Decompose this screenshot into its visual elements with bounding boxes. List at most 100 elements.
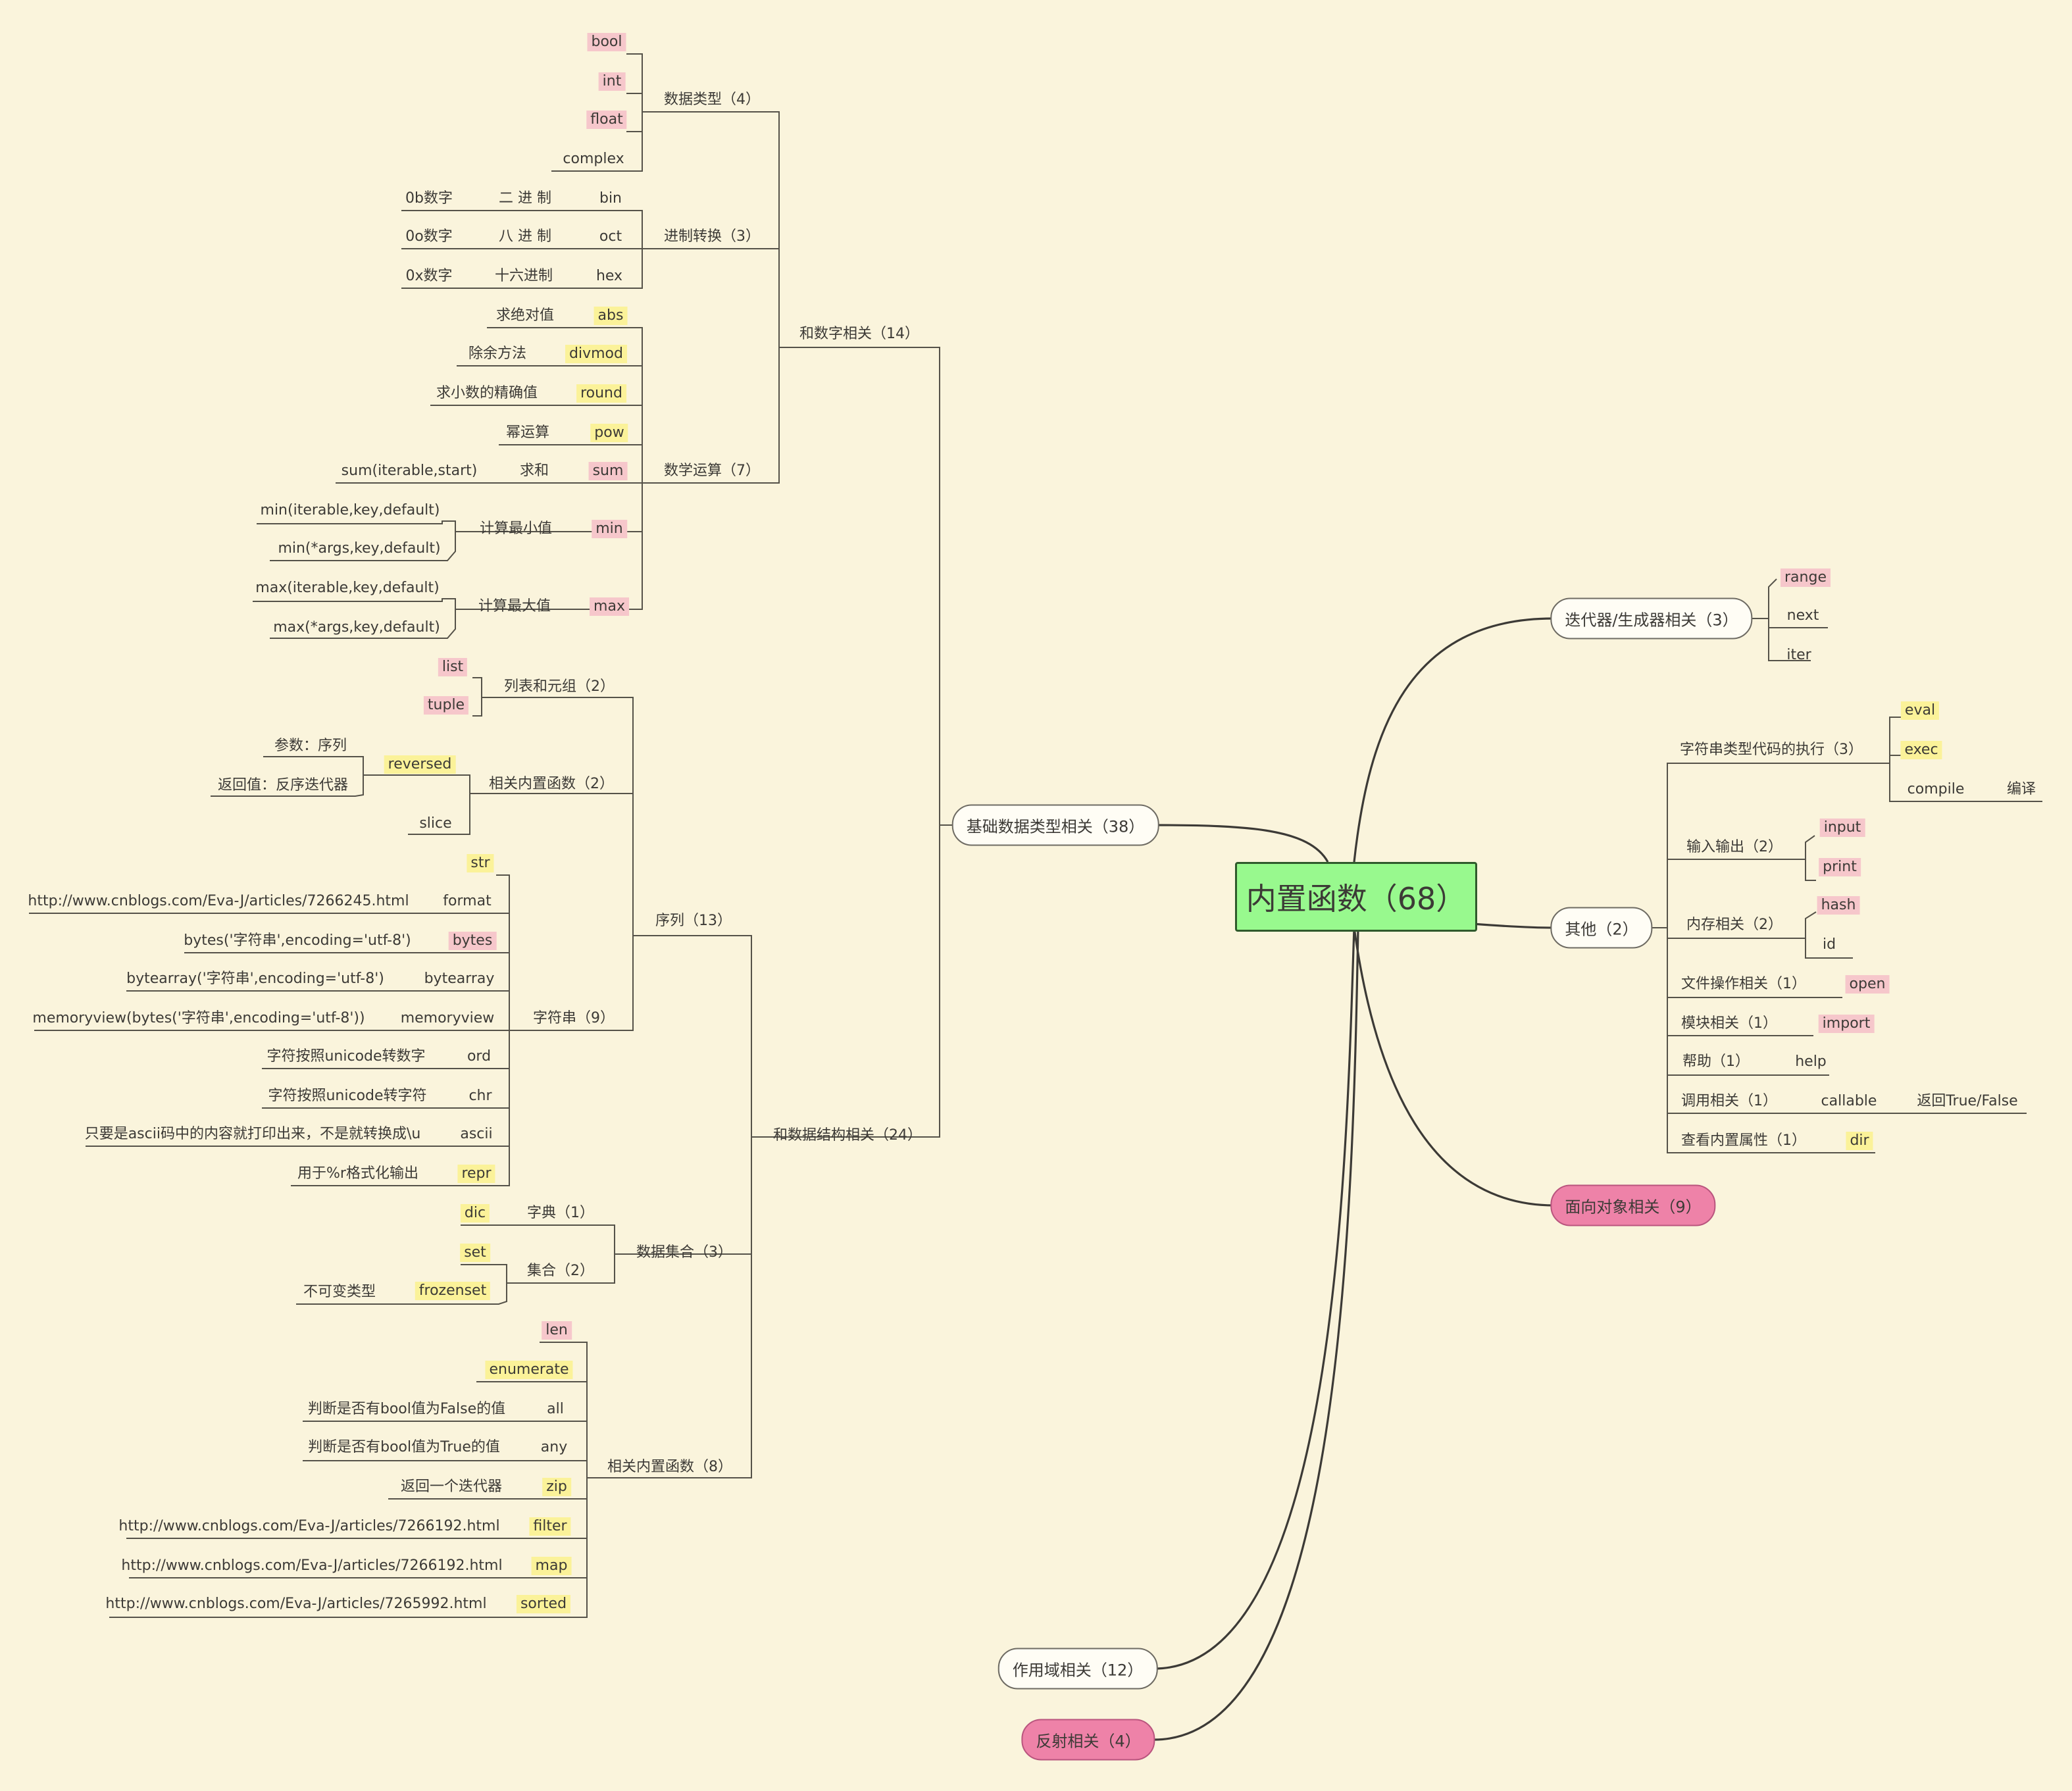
branch-oop[interactable]: 面向对象相关（9） (1550, 1184, 1716, 1226)
leaf-set[interactable]: set (460, 1244, 490, 1262)
node-seq-builtins[interactable]: 相关内置函数（2） (489, 776, 614, 792)
leaf-chr[interactable]: chr (468, 1088, 492, 1104)
min-note-2: min(*args,key,default) (278, 540, 441, 557)
leaf-slice[interactable]: slice (419, 815, 452, 832)
node-set[interactable]: 集合（2） (527, 1263, 594, 1279)
leaf-ord[interactable]: ord (467, 1048, 492, 1065)
leaf-list[interactable]: list (438, 658, 468, 676)
bytes-note: bytes('字符串',encoding='utf-8') (184, 932, 411, 949)
leaf-range[interactable]: range (1781, 568, 1831, 587)
leaf-sorted[interactable]: sorted (516, 1595, 571, 1613)
leaf-ascii[interactable]: ascii (460, 1126, 493, 1142)
leaf-abs[interactable]: abs (594, 307, 628, 325)
leaf-repr[interactable]: repr (457, 1165, 495, 1183)
node-module[interactable]: 模块相关（1） (1681, 1015, 1777, 1032)
leaf-round[interactable]: round (576, 384, 626, 403)
leaf-max[interactable]: max (590, 597, 629, 616)
node-call[interactable]: 调用相关（1） (1681, 1093, 1777, 1109)
node-data-sets[interactable]: 数据集合（3） (636, 1244, 732, 1261)
node-data-structures[interactable]: 和数据结构相关（24） (773, 1127, 922, 1144)
leaf-int[interactable]: int (598, 72, 626, 91)
max-note-1: max(iterable,key,default) (255, 580, 440, 596)
leaf-zip[interactable]: zip (542, 1478, 571, 1496)
node-file-ops[interactable]: 文件操作相关（1） (1681, 976, 1806, 992)
leaf-enumerate[interactable]: enumerate (485, 1361, 573, 1379)
node-dict[interactable]: 字典（1） (527, 1205, 594, 1221)
node-data-types[interactable]: 数据类型（4） (664, 91, 760, 108)
leaf-callable[interactable]: callable (1821, 1093, 1877, 1109)
max-note-2: max(*args,key,default) (273, 619, 440, 636)
leaf-memoryview[interactable]: memoryview (400, 1010, 495, 1026)
leaf-exec[interactable]: exec (1900, 741, 1942, 759)
branch-iterators[interactable]: 迭代器/生成器相关（3） (1550, 597, 1753, 640)
leaf-bytes[interactable]: bytes (448, 932, 497, 950)
node-string[interactable]: 字符串（9） (533, 1010, 615, 1026)
leaf-next[interactable]: next (1786, 607, 1819, 624)
leaf-iter[interactable]: iter (1786, 647, 1811, 663)
chr-note: 字符按照unicode转字符 (268, 1088, 427, 1104)
oct-note: 0o数字 (405, 228, 453, 245)
leaf-compile[interactable]: compile (1907, 781, 1965, 797)
memoryview-note: memoryview(bytes('字符串',encoding='utf-8')… (32, 1010, 365, 1026)
leaf-input[interactable]: input (1819, 819, 1865, 837)
node-memory[interactable]: 内存相关（2） (1686, 917, 1782, 933)
leaf-all[interactable]: all (547, 1401, 564, 1417)
node-base-conversion[interactable]: 进制转换（3） (664, 228, 760, 245)
leaf-hash[interactable]: hash (1817, 896, 1860, 915)
leaf-bool[interactable]: bool (587, 33, 626, 51)
leaf-reversed[interactable]: reversed (384, 755, 456, 774)
leaf-str[interactable]: str (467, 854, 494, 872)
leaf-format[interactable]: format (443, 893, 492, 909)
node-dir[interactable]: 查看内置属性（1） (1681, 1132, 1806, 1149)
leaf-oct[interactable]: oct (599, 228, 622, 245)
leaf-sum[interactable]: sum (588, 462, 628, 480)
node-list-tuple[interactable]: 列表和元组（2） (504, 678, 615, 695)
leaf-help[interactable]: help (1795, 1053, 1827, 1070)
leaf-import[interactable]: import (1818, 1015, 1875, 1033)
branch-basic-types[interactable]: 基础数据类型相关（38） (951, 804, 1159, 846)
leaf-eval[interactable]: eval (1900, 701, 1940, 720)
leaf-tuple[interactable]: tuple (423, 696, 469, 715)
zip-note: 返回一个迭代器 (400, 1478, 503, 1495)
leaf-any[interactable]: any (540, 1439, 568, 1455)
leaf-id[interactable]: id (1822, 936, 1836, 953)
leaf-pow[interactable]: pow (590, 424, 628, 442)
reversed-param: 参数：序列 (274, 738, 347, 754)
leaf-bytearray[interactable]: bytearray (424, 971, 495, 987)
leaf-frozenset[interactable]: frozenset (415, 1282, 491, 1300)
sum-note: sum(iterable,start) (341, 463, 478, 479)
node-sequence[interactable]: 序列（13） (655, 913, 732, 929)
leaf-filter[interactable]: filter (529, 1517, 571, 1536)
leaf-map[interactable]: map (531, 1557, 572, 1575)
leaf-float[interactable]: float (586, 111, 627, 129)
node-numbers[interactable]: 和数字相关（14） (799, 326, 919, 342)
node-str-exec[interactable]: 字符串类型代码的执行（3） (1680, 742, 1863, 758)
compile-note: 编译 (2006, 781, 2036, 797)
node-ds-builtins[interactable]: 相关内置函数（8） (607, 1459, 732, 1475)
leaf-min[interactable]: min (592, 520, 627, 538)
leaf-complex[interactable]: complex (563, 151, 624, 167)
leaf-divmod[interactable]: divmod (565, 345, 627, 363)
branch-scope[interactable]: 作用域相关（12） (998, 1648, 1158, 1690)
frozenset-note: 不可变类型 (303, 1284, 376, 1300)
hex-note: 0x数字 (405, 268, 453, 284)
leaf-len[interactable]: len (542, 1321, 572, 1340)
node-help[interactable]: 帮助（1） (1682, 1053, 1750, 1070)
leaf-hex[interactable]: hex (595, 268, 623, 284)
reversed-return: 返回值：反序迭代器 (217, 777, 349, 794)
root-node[interactable]: 内置函数（68） (1235, 862, 1477, 932)
leaf-dir[interactable]: dir (1846, 1132, 1873, 1150)
leaf-print[interactable]: print (1819, 858, 1861, 876)
branch-reflection[interactable]: 反射相关（4） (1021, 1719, 1155, 1761)
divmod-desc: 除余方法 (468, 345, 527, 362)
leaf-bin[interactable]: bin (599, 190, 622, 207)
branch-other[interactable]: 其他（2） (1550, 907, 1653, 949)
leaf-dic[interactable]: dic (460, 1204, 490, 1223)
repr-note: 用于%r格式化输出 (297, 1165, 418, 1182)
leaf-open[interactable]: open (1845, 975, 1890, 994)
node-io[interactable]: 输入输出（2） (1686, 839, 1782, 855)
bytearray-note: bytearray('字符串',encoding='utf-8') (126, 971, 384, 987)
node-math[interactable]: 数学运算（7） (664, 463, 760, 479)
all-note: 判断是否有bool值为False的值 (307, 1401, 506, 1417)
